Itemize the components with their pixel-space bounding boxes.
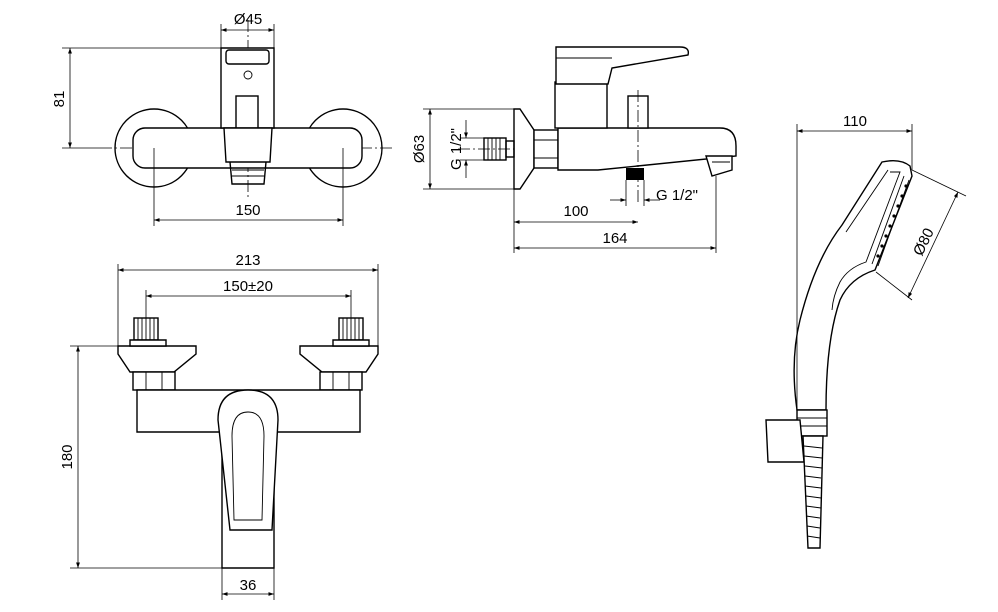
hand-shower-view: 110 Ø80 xyxy=(765,113,967,549)
dim-front-centers: 150±20 xyxy=(223,278,273,295)
dim-side-depth: 164 xyxy=(602,230,627,247)
dim-top-width: 150 xyxy=(235,202,260,219)
dim-shower-width: 110 xyxy=(843,113,867,130)
dim-front-handle: 36 xyxy=(240,577,257,594)
dim-side-offset: 100 xyxy=(563,203,588,220)
dim-side-diameter: Ø63 xyxy=(411,135,428,163)
dim-top-diameter: Ø45 xyxy=(234,11,262,28)
dim-side-thread-bottom: G 1/2" xyxy=(656,187,698,204)
dim-front-height: 180 xyxy=(59,444,76,469)
front-view: 213 150±20 180 36 xyxy=(59,252,379,600)
side-view: Ø63 G 1/2" G 1/2" 100 164 xyxy=(411,46,737,253)
top-view: Ø45 81 150 xyxy=(51,11,395,226)
dim-shower-diameter: Ø80 xyxy=(910,226,938,259)
dim-top-height: 81 xyxy=(51,91,68,108)
dim-front-width: 213 xyxy=(235,252,260,269)
dim-side-thread-left: G 1/2" xyxy=(448,128,465,170)
